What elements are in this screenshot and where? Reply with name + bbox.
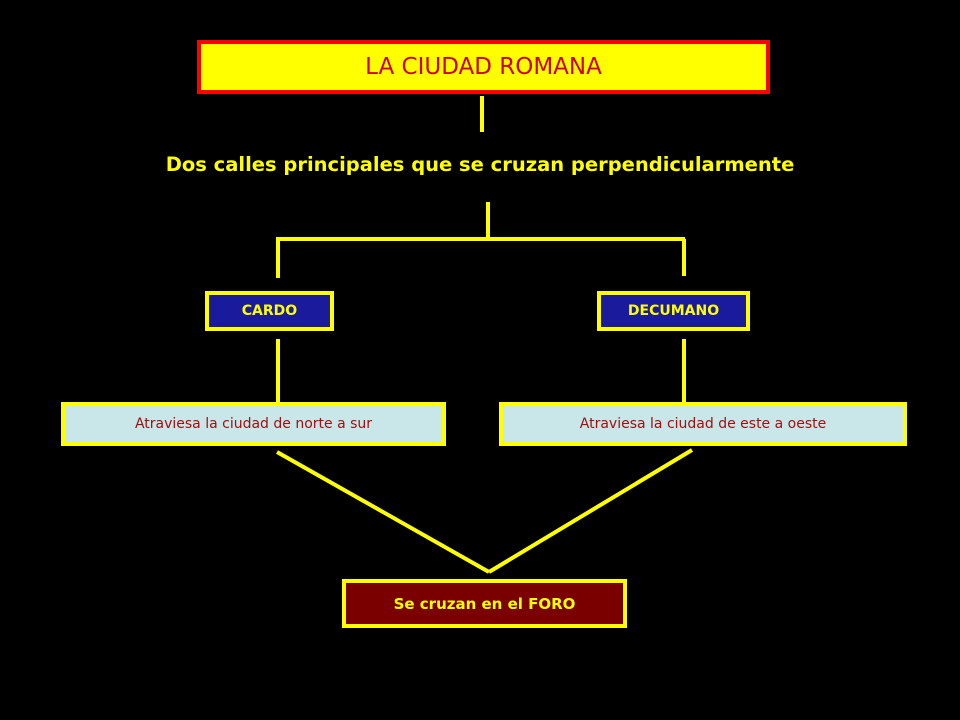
decumano-description-box: Atraviesa la ciudad de este a oeste	[499, 402, 907, 446]
foro-box: Se cruzan en el FORO	[342, 579, 627, 628]
cardo-box: CARDO	[205, 291, 334, 331]
decumano-description-text: Atraviesa la ciudad de este a oeste	[579, 416, 827, 432]
decumano-label: DECUMANO	[627, 303, 720, 319]
foro-text: Se cruzan en el FORO	[393, 594, 576, 613]
cardo-description-box: Atraviesa la ciudad de norte a sur	[61, 402, 446, 446]
cardo-label: CARDO	[241, 303, 298, 319]
subtitle-text: Dos calles principales que se cruzan per…	[165, 153, 795, 176]
title-box: LA CIUDAD ROMANA	[197, 40, 770, 94]
connector-left-to-foro	[276, 450, 490, 574]
connector-right-to-foro	[487, 448, 694, 574]
title-text: LA CIUDAD ROMANA	[365, 54, 602, 80]
decumano-box: DECUMANO	[597, 291, 750, 331]
cardo-description-text: Atraviesa la ciudad de norte a sur	[134, 416, 373, 432]
